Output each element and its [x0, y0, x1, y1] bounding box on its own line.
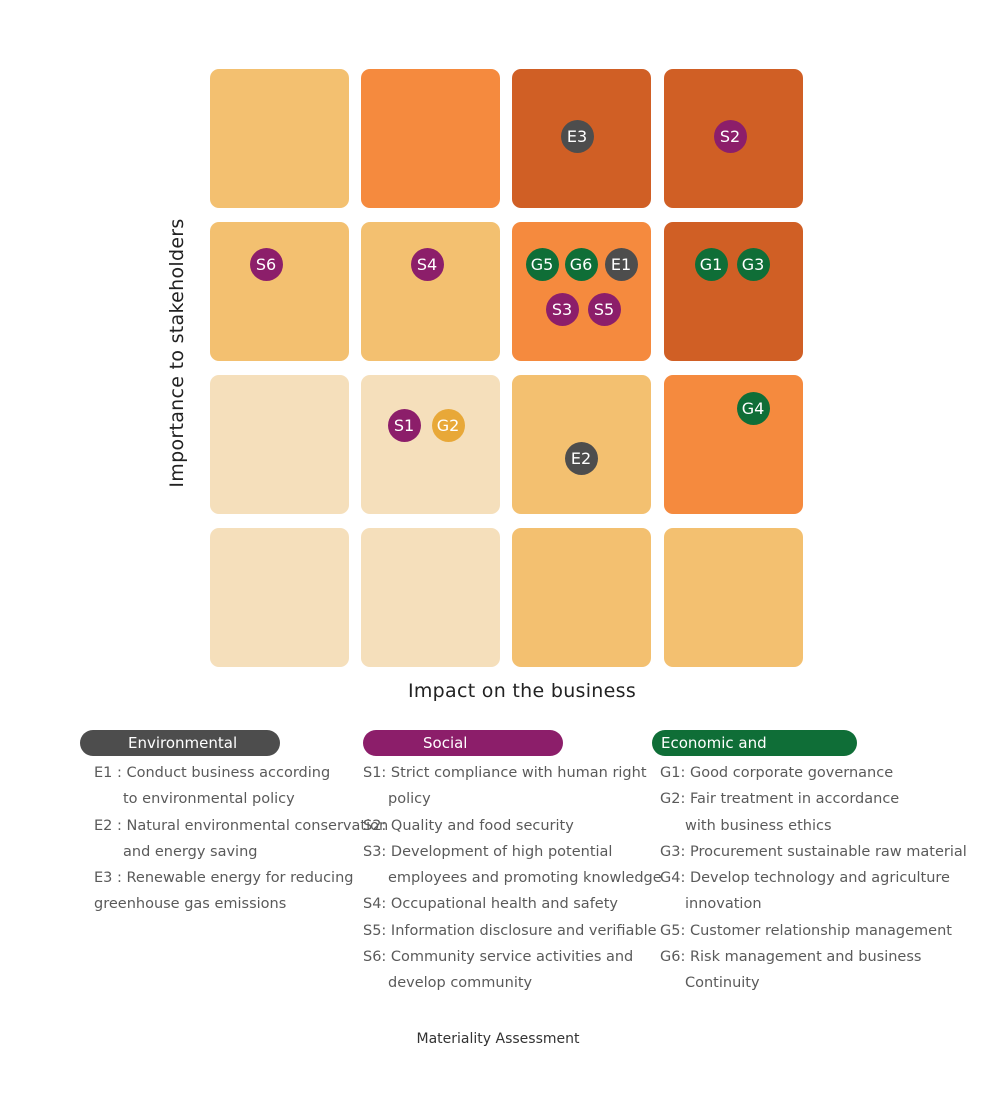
badge-s6: S6 — [249, 247, 283, 281]
legend-list-social: S1: Strict compliance with human right po… — [363, 760, 662, 997]
legend-item-s1-cont: policy — [388, 791, 431, 808]
legend-social: Social S1: Strict compliance with human … — [363, 730, 662, 997]
badge-s4: S4 — [410, 247, 444, 281]
legend-item-s2: S2: Quality and food security — [363, 817, 574, 834]
legend-item-g4: G4: Develop technology and agriculture — [660, 870, 950, 887]
legend-item-g2: G2: Fair treatment in accordance — [660, 791, 900, 808]
matrix-cell-r4-c1 — [210, 528, 349, 667]
badge-g4: G4 — [736, 391, 770, 425]
legend-environmental: Environmental E1 : Conduct business acco… — [80, 730, 388, 918]
matrix-cell-r3-c1 — [210, 375, 349, 514]
legend-item-s3: S3: Development of high potential — [363, 843, 613, 860]
legend-title-governance: Economic and Governance — [652, 730, 857, 778]
legend-item-e3-cont: greenhouse gas emissions — [94, 896, 287, 913]
badge-s1: S1 — [387, 408, 421, 442]
matrix-cell-r1-c1 — [210, 69, 349, 208]
badge-s2: S2 — [713, 119, 747, 153]
matrix-cell-r1-c2 — [361, 69, 500, 208]
matrix-cell-r3-c4 — [664, 375, 803, 514]
x-axis-label: Impact on the business — [407, 680, 637, 702]
legend-title-social: Social — [363, 730, 563, 756]
legend-item-s6-cont: develop community — [388, 975, 533, 992]
badge-g1: G1 — [694, 247, 728, 281]
matrix-cell-r2-c2 — [361, 222, 500, 361]
legend-item-e1: E1 : Conduct business according — [94, 765, 331, 781]
matrix-cell-r4-c3 — [512, 528, 651, 667]
legend-item-g2-cont: with business ethics — [685, 817, 832, 834]
matrix-cell-r2-c3 — [512, 222, 651, 361]
legend-item-g3: G3: Procurement sustainable raw material — [660, 843, 967, 860]
legend-governance: Economic and Governance G1: Good corpora… — [652, 730, 967, 997]
legend-list-environmental: E1 : Conduct business according to enviro… — [94, 760, 388, 918]
legend-item-g1: G1: Good corporate governance — [660, 765, 894, 781]
badge-g5: G5 — [525, 247, 559, 281]
badge-e2: E2 — [564, 441, 598, 475]
legend-item-g5: G5: Customer relationship management — [660, 922, 952, 939]
matrix-cell-r4-c2 — [361, 528, 500, 667]
badge-e3: E3 — [560, 119, 594, 153]
legend-item-e1-cont: to environmental policy — [123, 791, 295, 808]
legend-item-g6: G6: Risk management and business — [660, 949, 922, 966]
legend-title-environmental: Environmental — [80, 730, 280, 756]
badge-s3: S3 — [545, 292, 579, 326]
matrix-cell-r3-c2 — [361, 375, 500, 514]
badge-s5: S5 — [587, 292, 621, 326]
figure-caption: Materiality Assessment — [416, 1031, 580, 1047]
badge-g3: G3 — [736, 247, 770, 281]
legend-item-s5: S5: Information disclosure and verifiabl… — [363, 922, 657, 939]
legend-item-e2-cont: and energy saving — [123, 843, 258, 860]
badge-g6: G6 — [564, 247, 598, 281]
legend-item-g6-cont: Continuity — [685, 975, 760, 992]
y-axis-label: Importance to stakeholders — [166, 218, 188, 488]
legend-item-s1: S1: Strict compliance with human right — [363, 765, 647, 781]
legend-item-e3: E3 : Renewable energy for reducing — [94, 870, 354, 887]
badge-g2: G2 — [431, 408, 465, 442]
legend-item-s4: S4: Occupational health and safety — [363, 896, 618, 913]
legend-item-s6: S6: Community service activities and — [363, 949, 634, 966]
legend-item-e2: E2 : Natural environmental conservation — [94, 817, 389, 834]
legend-item-s3-cont: employees and promoting knowledge — [388, 870, 662, 887]
matrix-cell-r4-c4 — [664, 528, 803, 667]
matrix-cell-r2-c1 — [210, 222, 349, 361]
matrix-cell-r2-c4 — [664, 222, 803, 361]
legend-item-g4-cont: innovation — [685, 896, 762, 913]
badge-e1: E1 — [604, 247, 638, 281]
